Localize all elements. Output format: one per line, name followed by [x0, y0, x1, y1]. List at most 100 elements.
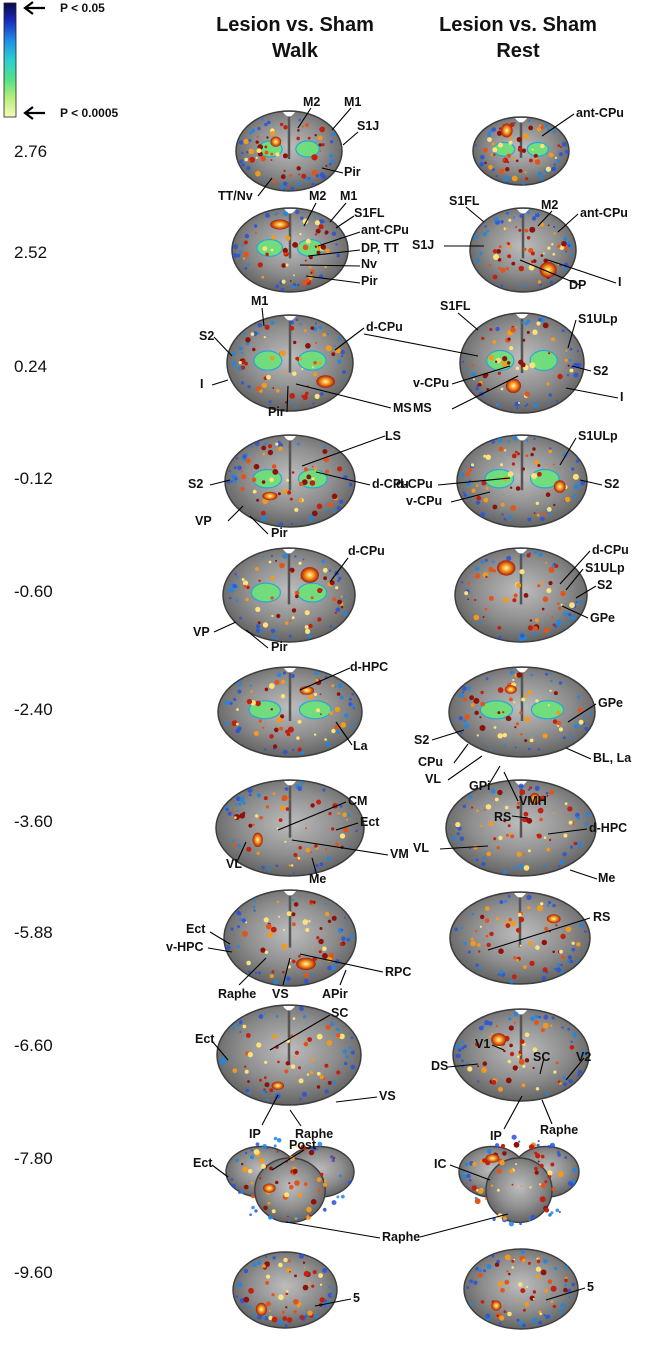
activation-voxel — [513, 866, 517, 870]
region-label: M1 — [340, 189, 357, 203]
coordinate-label: -5.88 — [14, 923, 53, 942]
activation-voxel — [573, 841, 578, 846]
activation-voxel — [471, 372, 477, 377]
leader-line — [519, 259, 581, 286]
activation-voxel — [259, 1177, 262, 1180]
activation-voxel — [333, 345, 336, 348]
activation-voxel — [460, 581, 464, 584]
activation-voxel — [307, 633, 312, 639]
activation-voxel — [536, 905, 543, 912]
activation-voxel — [552, 623, 556, 627]
activation-voxel — [308, 694, 314, 700]
activation-voxel — [303, 1041, 309, 1047]
activation-voxel — [497, 789, 503, 796]
leader-line — [565, 747, 592, 760]
activation-voxel — [317, 1141, 323, 1147]
activation-voxel — [276, 827, 279, 830]
activation-voxel — [262, 452, 266, 456]
activation-voxel — [291, 912, 296, 917]
activation-voxel — [259, 816, 263, 820]
region-label: VMH — [519, 794, 547, 808]
activation-voxel — [304, 1315, 307, 1318]
activation-voxel — [291, 748, 295, 751]
region-label: ant-CPu — [580, 206, 628, 220]
region-label: CM — [348, 794, 367, 808]
activation-voxel — [496, 1168, 502, 1174]
activation-voxel — [510, 834, 515, 839]
activation-voxel — [486, 942, 491, 948]
activation-voxel — [564, 246, 569, 251]
activation-voxel — [308, 1149, 315, 1156]
activation-voxel — [479, 725, 486, 731]
activation-voxel — [302, 558, 305, 561]
leader-line — [559, 437, 577, 466]
activation-voxel — [237, 1023, 241, 1027]
activation-voxel — [534, 159, 541, 165]
activation-voxel — [536, 833, 540, 837]
activation-voxel — [303, 1015, 307, 1019]
activation-voxel — [274, 679, 280, 685]
activation-voxel — [524, 177, 529, 181]
activation-voxel — [540, 143, 545, 149]
activation-voxel — [463, 1044, 467, 1049]
activation-voxel — [541, 607, 545, 611]
activation-voxel — [495, 326, 500, 332]
activation-voxel — [567, 243, 571, 248]
activation-voxel — [281, 943, 288, 950]
region-label: Raphe — [540, 1123, 578, 1137]
activation-voxel — [545, 672, 549, 676]
activation-voxel — [485, 1197, 488, 1200]
activation-voxel — [325, 469, 329, 474]
activation-voxel — [503, 517, 507, 521]
activation-voxel — [270, 159, 273, 161]
activation-voxel — [328, 162, 332, 166]
activation-voxel — [464, 591, 469, 596]
region-label: DS — [431, 1059, 448, 1073]
midline-notch — [283, 112, 295, 117]
activation-voxel — [506, 361, 511, 365]
activation-voxel — [544, 123, 549, 128]
region-label: d-CPu — [366, 320, 403, 334]
activation-voxel — [240, 486, 245, 491]
activation-voxel — [263, 336, 266, 339]
activation-voxel — [517, 1055, 520, 1059]
activation-voxel — [309, 973, 313, 977]
activation-voxel — [516, 672, 523, 678]
activation-voxel — [499, 1315, 505, 1321]
midline-notch — [284, 316, 296, 321]
activation-voxel — [478, 966, 482, 971]
activation-voxel — [475, 963, 479, 967]
activation-voxel — [492, 340, 497, 344]
activation-voxel — [319, 927, 323, 930]
activation-voxel — [540, 516, 545, 522]
activation-voxel — [325, 345, 332, 352]
activation-voxel — [489, 327, 493, 332]
activation-voxel — [534, 1324, 537, 1327]
activation-voxel — [236, 944, 240, 949]
activation-voxel — [350, 724, 354, 729]
activation-voxel — [279, 562, 285, 569]
activation-voxel — [502, 157, 509, 164]
activation-voxel — [530, 1016, 535, 1021]
activation-voxel — [533, 402, 539, 408]
activation-voxel — [250, 690, 253, 693]
activation-voxel — [475, 484, 479, 487]
activation-voxel — [316, 503, 323, 510]
activation-voxel — [467, 950, 471, 954]
activation-voxel — [283, 1257, 288, 1263]
activation-voxel — [241, 365, 246, 370]
leader-line — [321, 167, 344, 174]
activation-voxel — [570, 963, 574, 966]
activation-voxel — [305, 847, 311, 853]
activation-voxel — [577, 841, 583, 848]
activation-voxel — [557, 1153, 561, 1157]
activation-voxel — [269, 477, 274, 483]
activation-voxel — [558, 606, 562, 611]
activation-voxel — [237, 925, 241, 929]
activation-voxel — [334, 963, 337, 966]
activation-voxel — [478, 621, 482, 625]
activation-voxel — [475, 258, 480, 263]
activation-voxel — [574, 724, 579, 729]
activation-voxel — [534, 1014, 539, 1019]
leader-line — [331, 107, 352, 131]
